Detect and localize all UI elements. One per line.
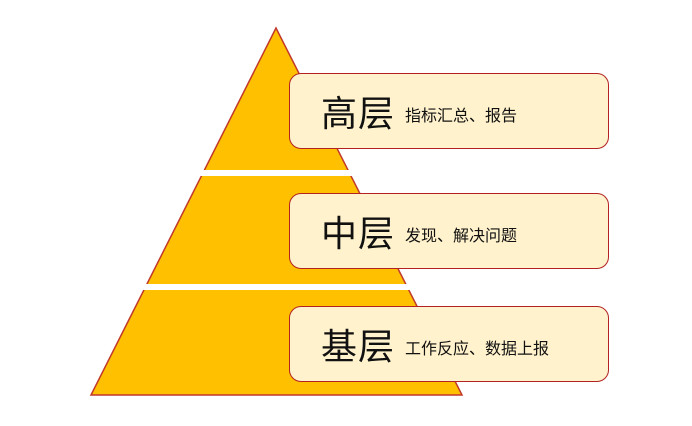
level-box-middle: 中层 发现、解决问题 [289,193,609,269]
level-title-bottom: 基层 [321,327,396,368]
level-desc-bottom: 工作反应、数据上报 [405,339,550,358]
level-desc-middle: 发现、解决问题 [405,226,518,245]
level-desc-top: 指标汇总、报告 [405,106,518,125]
level-title-top: 高层 [321,94,396,135]
level-box-top: 高层 指标汇总、报告 [289,73,609,149]
level-title-middle: 中层 [321,214,396,255]
pyramid-divider-top [80,170,480,176]
level-box-bottom: 基层 工作反应、数据上报 [289,306,609,382]
pyramid-divider-bottom [80,284,480,290]
